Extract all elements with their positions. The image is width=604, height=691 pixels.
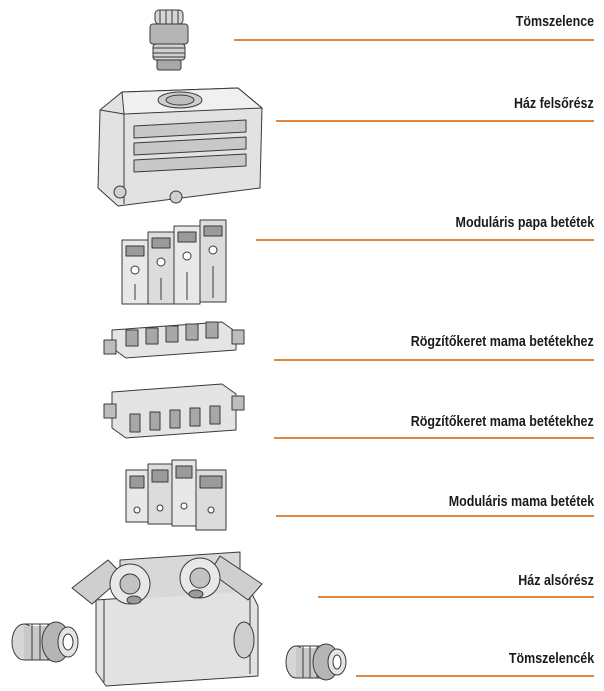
cable-gland-right [285,643,347,681]
rule-cable-glands [356,675,594,677]
label-frame-female-1: Rögzítőkeret mama betétekhez [411,334,594,350]
label-housing-bottom: Ház alsórész [518,573,594,589]
label-female-inserts: Moduláris mama betétek [448,494,594,510]
modular-female-inserts [125,459,227,531]
rule-frame-female-2 [274,437,594,439]
label-cable-gland: Tömszelence [515,14,594,30]
rule-housing-top [276,120,594,122]
rule-housing-bottom [318,596,594,598]
housing-bottom [71,551,263,687]
rule-cable-gland [234,39,594,41]
label-housing-top: Ház felsőrész [514,96,594,112]
rule-female-inserts [276,515,594,517]
rule-male-inserts [256,239,594,241]
cable-gland-top [149,9,189,71]
housing-top [97,87,263,207]
hinged-frame-lower [103,383,245,439]
label-frame-female-2: Rögzítőkeret mama betétekhez [411,414,594,430]
modular-male-inserts [121,219,227,305]
label-cable-glands: Tömszelencék [508,651,594,667]
label-male-inserts: Moduláris papa betétek [455,215,594,231]
cable-gland-left [11,621,79,663]
rule-frame-female-1 [274,359,594,361]
hinged-frame-upper [103,321,245,359]
